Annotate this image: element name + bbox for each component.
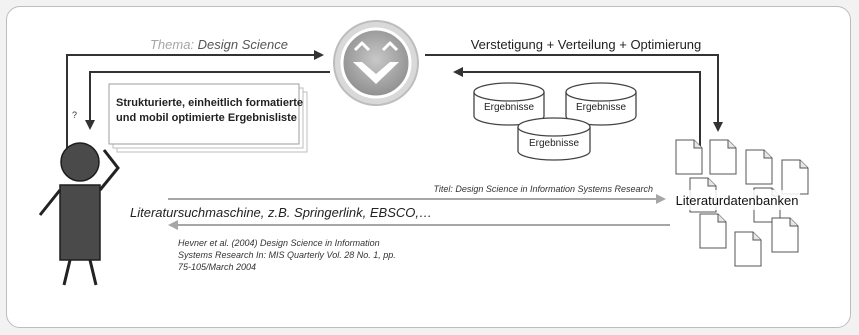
svg-text:Ergebnisse: Ergebnisse [484, 102, 534, 113]
user-person-icon [38, 142, 120, 286]
arrow-logo-to-person [85, 71, 330, 130]
topic-label: Thema: Design Science [150, 37, 288, 52]
result-list-line2: und mobil optimierte Ergebnisliste [116, 112, 297, 124]
result-list-stack: Strukturierte, einheitlich formatierte u… [108, 83, 308, 153]
question-mark: ? [72, 110, 77, 120]
result-list-line1: Strukturierte, einheitlich formatierte [116, 97, 303, 109]
arrow-databases-to-logo [453, 67, 701, 150]
arrow-person-to-logo [66, 50, 324, 168]
citation-line2: Systems Research In: MIS Quarterly Vol. … [178, 250, 396, 260]
app-logo-icon [333, 20, 419, 106]
verstetigung-label: Verstetigung + Verteilung + Optimierung [471, 37, 702, 52]
arrow-logo-to-databases [425, 54, 723, 132]
citation-line3: 75-105/March 2004 [178, 262, 256, 272]
title-query-label: Titel: Design Science in Information Sys… [433, 184, 653, 194]
result-database-c: Ergebnisse [517, 117, 591, 161]
literature-documents-icon [670, 139, 809, 267]
svg-text:Ergebnisse: Ergebnisse [576, 102, 626, 113]
citation-line1: Hevner et al. (2004) Design Science in I… [178, 238, 380, 248]
svg-text:Ergebnisse: Ergebnisse [529, 138, 579, 149]
result-database-a: Ergebnisse [473, 82, 545, 126]
literature-databases-label: Literaturdatenbanken [676, 193, 799, 208]
search-engines-label: Literatursuchmaschine, z.B. Springerlink… [130, 205, 432, 220]
result-database-b: Ergebnisse [565, 82, 637, 126]
